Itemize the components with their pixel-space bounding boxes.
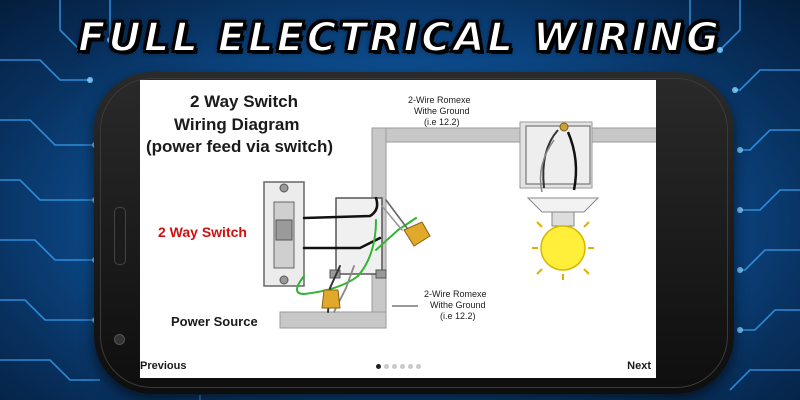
speaker-icon: [114, 207, 126, 265]
light-fixture-box: [525, 122, 591, 193]
bottom-cable-label-line2: Withe Ground: [430, 300, 486, 310]
page-dot[interactable]: [384, 364, 389, 369]
power-source-label: Power Source: [171, 314, 258, 329]
top-cable-label-line3: (i.e 12.2): [424, 117, 460, 127]
bottom-cable-label-line1: 2-Wire Romexe: [424, 289, 487, 299]
app-banner: FULL ELECTRICAL WIRING: [0, 6, 800, 70]
switch-label: 2 Way Switch: [158, 224, 247, 240]
diagram-title-line3: (power feed via switch): [146, 137, 333, 156]
light-bulb-icon: [526, 197, 600, 280]
top-cable-label-line1: 2-Wire Romexe: [408, 95, 471, 105]
camera-icon: [114, 334, 125, 345]
diagram-title-line2: Wiring Diagram: [174, 115, 299, 134]
top-cable-label-line2: Withe Ground: [414, 106, 470, 116]
page-dot[interactable]: [400, 364, 405, 369]
pager-nav: Previous Next: [140, 358, 656, 378]
phone-screen: 2 Way Switch Wiring Diagram (power feed …: [140, 80, 656, 378]
switch-icon: [263, 181, 305, 287]
previous-button[interactable]: Previous: [140, 360, 187, 372]
page-dot[interactable]: [408, 364, 413, 369]
wire-nut-icons: [321, 221, 431, 309]
page-dot[interactable]: [376, 364, 381, 369]
banner-title: FULL ELECTRICAL WIRING: [77, 14, 722, 62]
diagram-title-line1: 2 Way Switch: [190, 92, 298, 111]
bottom-cable-label-line3: (i.e 12.2): [440, 311, 476, 321]
page-indicator: [376, 364, 421, 369]
page-dot[interactable]: [416, 364, 421, 369]
next-button[interactable]: Next: [627, 360, 651, 372]
wiring-diagram[interactable]: 2 Way Switch Wiring Diagram (power feed …: [140, 80, 656, 355]
page-dot[interactable]: [392, 364, 397, 369]
phone-bezel: [100, 78, 728, 388]
